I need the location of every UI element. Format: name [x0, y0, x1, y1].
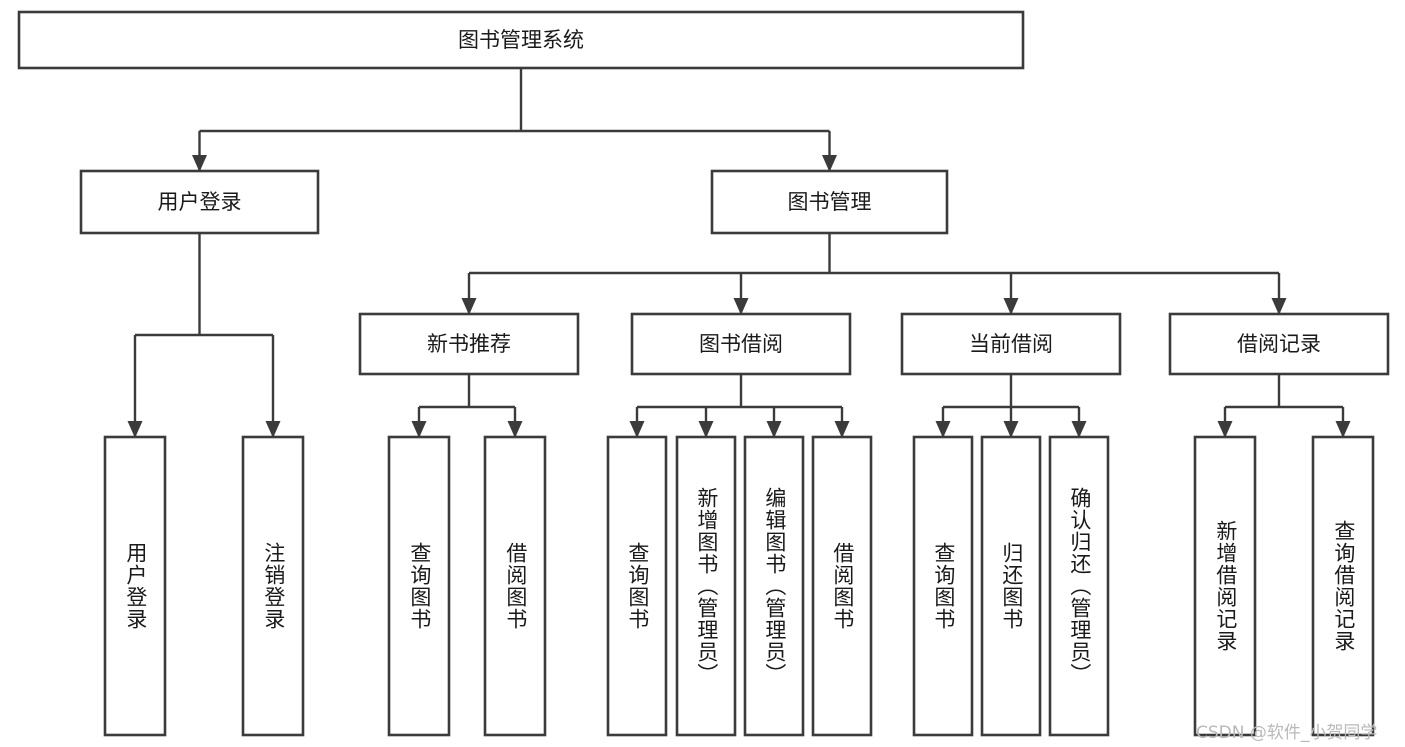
node-label-root: 图书管理系统 [458, 28, 584, 52]
edge-root-to-level2 [192, 68, 837, 172]
node-box-book-manage[interactable] [710, 169, 949, 235]
node-label-new-book-recommend: 新书推荐 [427, 332, 511, 356]
edge-bookmanage-to-level3 [461, 233, 1287, 315]
arrow-head [1335, 421, 1351, 438]
edges-layer [127, 68, 1351, 438]
boxes-layer [17, 10, 1390, 737]
arrow-head [461, 298, 477, 315]
node-label-book-borrow: 图书借阅 [699, 332, 783, 356]
arrow-head [766, 421, 782, 438]
leaf-box-leaf-borrow-book-2[interactable] [811, 435, 873, 737]
edge-userlogin-to-leaves [127, 233, 281, 438]
arrow-head [265, 421, 281, 438]
node-box-user-login[interactable] [79, 169, 320, 235]
leaf-box-leaf-query-book-3[interactable] [912, 435, 974, 737]
arrow-head [192, 155, 207, 172]
arrow-head [411, 421, 427, 438]
node-box-root[interactable] [17, 10, 1025, 70]
arrow-head [1271, 298, 1287, 315]
edge-borrowrecord-to-leaves [1217, 374, 1351, 438]
node-label-current-borrow: 当前借阅 [969, 332, 1053, 356]
edge-bookborrow-to-leaves [629, 374, 850, 438]
leaf-box-leaf-confirm-return[interactable] [1048, 435, 1110, 737]
leaf-box-leaf-logout[interactable] [241, 435, 305, 737]
arrow-head [1217, 421, 1233, 438]
leaf-box-leaf-borrow-book-1[interactable] [483, 435, 547, 737]
arrow-head [834, 421, 850, 438]
arrow-head [1003, 421, 1019, 438]
arrow-head [629, 421, 645, 438]
node-label-borrow-record: 借阅记录 [1237, 332, 1321, 356]
node-box-current-borrow[interactable] [900, 312, 1122, 376]
node-label-user-login: 用户登录 [158, 190, 242, 214]
node-box-borrow-record[interactable] [1168, 312, 1390, 376]
node-label-book-manage: 图书管理 [788, 190, 872, 214]
leaf-box-leaf-edit-book[interactable] [743, 435, 805, 737]
csdn-watermark: CSDN @软件_小贺同学 [1196, 723, 1378, 743]
leaf-box-leaf-add-book[interactable] [675, 435, 737, 737]
edge-currentborrow-to-leaves [935, 374, 1087, 438]
arrow-head [127, 421, 143, 438]
leaf-box-leaf-query-book-2[interactable] [606, 435, 668, 737]
leaf-box-leaf-return-book[interactable] [980, 435, 1042, 737]
arrow-head [822, 155, 837, 172]
arrow-head [733, 298, 749, 315]
leaf-box-leaf-add-record[interactable] [1193, 435, 1257, 737]
arrow-head [507, 421, 523, 438]
node-box-new-book-recommend[interactable] [358, 312, 580, 376]
arrow-head [935, 421, 951, 438]
leaf-box-leaf-query-book-1[interactable] [387, 435, 451, 737]
arrow-head [698, 421, 714, 438]
arrow-head [1003, 298, 1019, 315]
leaf-box-leaf-query-record[interactable] [1311, 435, 1375, 737]
node-box-book-borrow[interactable] [630, 312, 852, 376]
edge-newbook-to-leaves [411, 374, 523, 438]
leaf-box-leaf-user-login[interactable] [103, 435, 167, 737]
arrow-head [1071, 421, 1087, 438]
